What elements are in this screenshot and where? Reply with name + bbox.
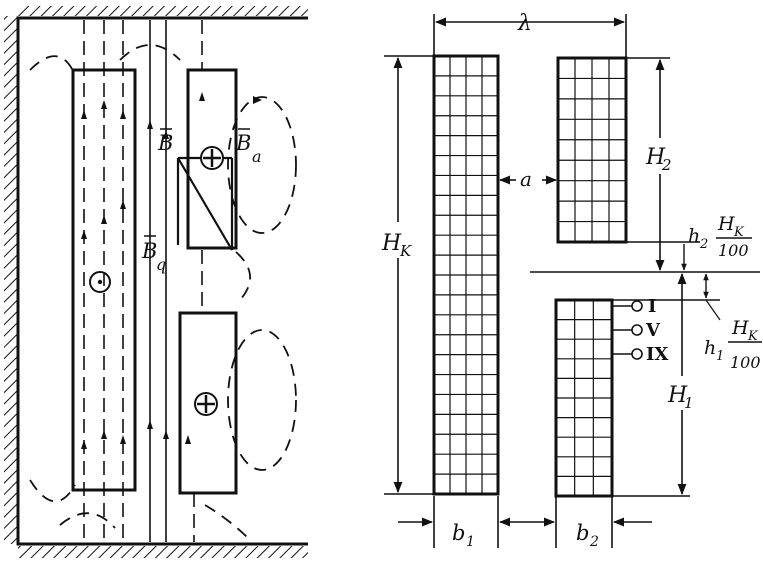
label-lambda: λ [517,11,532,36]
winding-b2-upper [556,56,628,244]
svg-text:100: 100 [718,241,749,260]
dim-lambda [433,14,627,58]
svg-text:h: h [704,337,716,359]
core-top-hatch [18,6,308,16]
svg-text:a: a [252,147,262,166]
left-figure: B B a B q [4,6,308,558]
label-b2: b 2 [576,521,599,550]
label-a: a [520,167,532,191]
svg-text:b: b [576,521,589,545]
loop-arrow [253,96,262,104]
svg-text:B: B [235,131,251,155]
winding-right-lower [178,311,238,495]
current-out-symbol [89,271,111,293]
tap-label-1: I [648,296,656,317]
svg-text:h: h [688,225,700,247]
svg-text:2: 2 [589,534,599,550]
flux-arrows [81,92,205,449]
label-b-q: B q [141,235,166,274]
winding-b2-lower [554,298,614,498]
taps [612,300,643,360]
tap-label-5: V [645,320,661,341]
svg-text:K: K [733,225,745,240]
label-h2-big-sub: 2 [661,156,672,174]
svg-text:q: q [156,255,166,274]
label-b-a: B a [235,128,262,166]
svg-text:100: 100 [730,353,761,372]
label-h1-big-sub: 1 [684,394,694,412]
label-h1-small: h 1 [704,337,724,364]
current-in-symbol-lower [194,392,218,416]
right-figure: λ H K a H 2 h 2 [380,11,762,550]
fraction-hk-100-upper: H K 100 [716,213,752,260]
svg-text:H: H [731,317,749,339]
label-hk: H [381,231,402,256]
h1-leader [705,299,721,321]
vector-triangle [176,156,234,251]
core-outline [16,16,308,546]
dim-b1-b2 [398,496,652,548]
label-h2-big: H [645,145,666,170]
svg-text:H: H [717,213,735,235]
current-in-symbol-upper [200,146,224,170]
dim-hk [384,55,434,495]
svg-text:b: b [452,521,465,545]
core-left-hatch [4,16,18,544]
tap-label-9: IX [646,344,668,365]
core-bottom-hatch [18,546,308,558]
winding-b1 [432,54,500,496]
label-h2-small: h 2 [688,225,708,252]
svg-text:1: 1 [466,534,475,550]
label-b: B [157,128,173,155]
leakage-loops [29,44,297,541]
label-h1-big: H [667,383,688,408]
svg-text:B: B [141,239,157,263]
svg-text:B: B [157,131,173,155]
svg-text:2: 2 [699,237,708,252]
svg-text:K: K [747,329,759,344]
label-hk-sub: K [399,242,412,260]
label-b1: b 1 [452,521,475,550]
svg-text:1: 1 [716,349,724,364]
fraction-hk-100-lower: H K 100 [728,317,762,372]
